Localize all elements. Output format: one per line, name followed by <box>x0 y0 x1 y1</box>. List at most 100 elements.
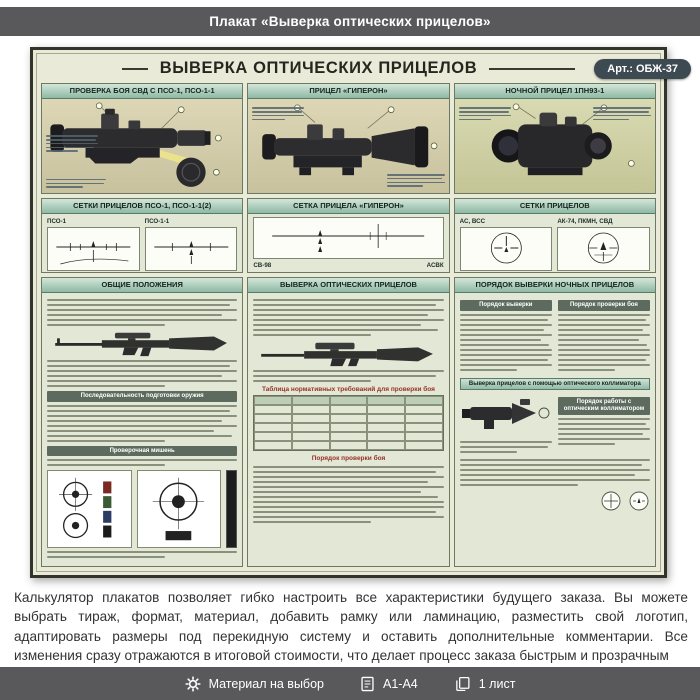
text-line <box>386 181 445 184</box>
text-line <box>47 409 230 412</box>
text-line <box>557 333 650 336</box>
gear-icon <box>184 675 201 692</box>
text-line <box>253 380 372 383</box>
article-badge: Арт.: ОБЖ-37 <box>594 59 691 79</box>
text-block <box>47 459 238 467</box>
panel-title: ПРИЦЕЛ «ГИПЕРОН» <box>248 84 449 100</box>
text-line <box>557 368 615 371</box>
text-line <box>253 375 437 378</box>
text-line <box>253 505 444 508</box>
panel-optic-verification: ВЫВЕРКА ОПТИЧЕСКИХ ПРИЦЕЛОВ <box>247 277 450 567</box>
table-header-cell <box>291 396 330 406</box>
svd-scope-photo <box>42 99 243 193</box>
table-title: Таблица нормативных требований для прове… <box>262 386 435 394</box>
footer-material-option[interactable]: Материал на выбор <box>184 675 324 692</box>
table-cell <box>367 405 405 415</box>
text-line <box>459 333 552 336</box>
table-cell <box>291 414 330 424</box>
reticle-diagram <box>47 227 140 272</box>
text-line <box>557 432 643 435</box>
text-block <box>47 360 238 388</box>
text-line <box>253 299 444 302</box>
text-block <box>557 313 650 371</box>
text-line <box>458 107 511 109</box>
photo-caption-lines <box>386 172 445 189</box>
text-line <box>459 464 643 467</box>
text-line <box>592 114 651 117</box>
text-line <box>253 319 444 322</box>
page-format-icon <box>361 676 374 691</box>
collimator-usage: Порядок работы с оптическим коллиматором <box>557 393 650 456</box>
table-cell <box>254 414 292 424</box>
footer-format-option[interactable]: А1-А4 <box>360 676 418 692</box>
footer-bar: Материал на выбор А1-А4 1 лист <box>0 667 700 700</box>
text-line <box>253 475 444 478</box>
table-header-cell <box>329 396 368 406</box>
text-line <box>459 338 541 341</box>
table-header-cell <box>404 396 443 406</box>
panel-title: НОЧНОЙ ПРИЦЕЛ 1ПН93-1 <box>454 84 655 100</box>
panel-night-reticles: СЕТКИ ПРИЦЕЛОВ АС, ВСС <box>453 198 656 273</box>
panel-title: ПОРЯДОК ВЫВЕРКИ НОЧНЫХ ПРИЦЕЛОВ <box>454 278 655 294</box>
panel-title: ВЫВЕРКА ОПТИЧЕСКИХ ПРИЦЕЛОВ <box>248 278 449 294</box>
text-line <box>557 328 643 331</box>
poster-column-left: ПРОВЕРКА БОЯ СВД С ПСО-1, ПСО-1-1 <box>41 83 244 567</box>
text-line <box>47 551 238 554</box>
night-sight-photo <box>454 99 655 193</box>
table-cell <box>404 432 443 442</box>
subheading-collimator-verification: Выверка прицелов с помощью оптического к… <box>459 377 650 391</box>
target-diagram <box>47 470 132 549</box>
reticle-view-circle <box>601 491 621 511</box>
text-line <box>557 427 650 430</box>
poster-title: ВЫВЕРКА ОПТИЧЕСКИХ ПРИЦЕЛОВ <box>159 59 478 77</box>
reticle-label: АК-74, ПКМН, СВД <box>557 218 613 226</box>
text-line <box>557 442 615 445</box>
table-cell <box>367 423 405 433</box>
night-reticles-body: АС, ВСС <box>455 214 655 272</box>
giperon-scope-illustration <box>262 104 438 176</box>
text-line <box>46 182 104 185</box>
text-line <box>47 556 165 559</box>
text-line <box>592 111 649 113</box>
title-rule-left <box>121 67 148 70</box>
left-procedure: Порядок выверки <box>459 296 552 374</box>
text-line <box>47 360 238 363</box>
panel-title: СЕТКИ ПРИЦЕЛОВ ПСО-1, ПСО-1-1(2) <box>42 199 243 215</box>
text-line <box>252 118 285 120</box>
text-line <box>253 500 444 503</box>
text-line <box>459 459 650 462</box>
footer-material-label: Материал на выбор <box>208 676 324 691</box>
text-line <box>47 370 238 373</box>
text-line <box>253 329 438 332</box>
table-cell <box>404 423 443 433</box>
text-line <box>253 309 444 312</box>
page-title: Плакат «Выверка оптических прицелов» <box>209 14 491 29</box>
text-line <box>47 414 238 417</box>
pso1-scope-illustration <box>50 102 222 188</box>
text-line <box>459 441 552 444</box>
text-line <box>253 480 429 483</box>
table-cell <box>404 441 443 451</box>
table-cell <box>254 423 292 433</box>
reticle-label: ПСО-1 <box>47 218 67 226</box>
text-line <box>253 314 429 317</box>
subheading-weapon-prep: Последовательность подготовки оружия <box>47 391 238 402</box>
table-cell <box>404 405 443 415</box>
reticle-view-circle <box>629 491 649 511</box>
text-line <box>46 135 98 137</box>
poster-title-row: ВЫВЕРКА ОПТИЧЕСКИХ ПРИЦЕЛОВ <box>33 59 664 78</box>
check-targets <box>47 470 238 549</box>
table-cell <box>367 414 405 424</box>
text-line <box>386 174 445 176</box>
text-line <box>458 118 491 120</box>
text-line <box>47 309 238 312</box>
text-line <box>557 422 647 425</box>
table-header-cell <box>254 396 292 406</box>
text-line <box>253 324 421 327</box>
text-line <box>47 429 215 432</box>
footer-sheets-option[interactable]: 1 лист <box>454 676 515 692</box>
text-line <box>557 338 639 341</box>
header-bar: Плакат «Выверка оптических прицелов» <box>0 7 700 36</box>
scale-strip <box>226 470 238 549</box>
